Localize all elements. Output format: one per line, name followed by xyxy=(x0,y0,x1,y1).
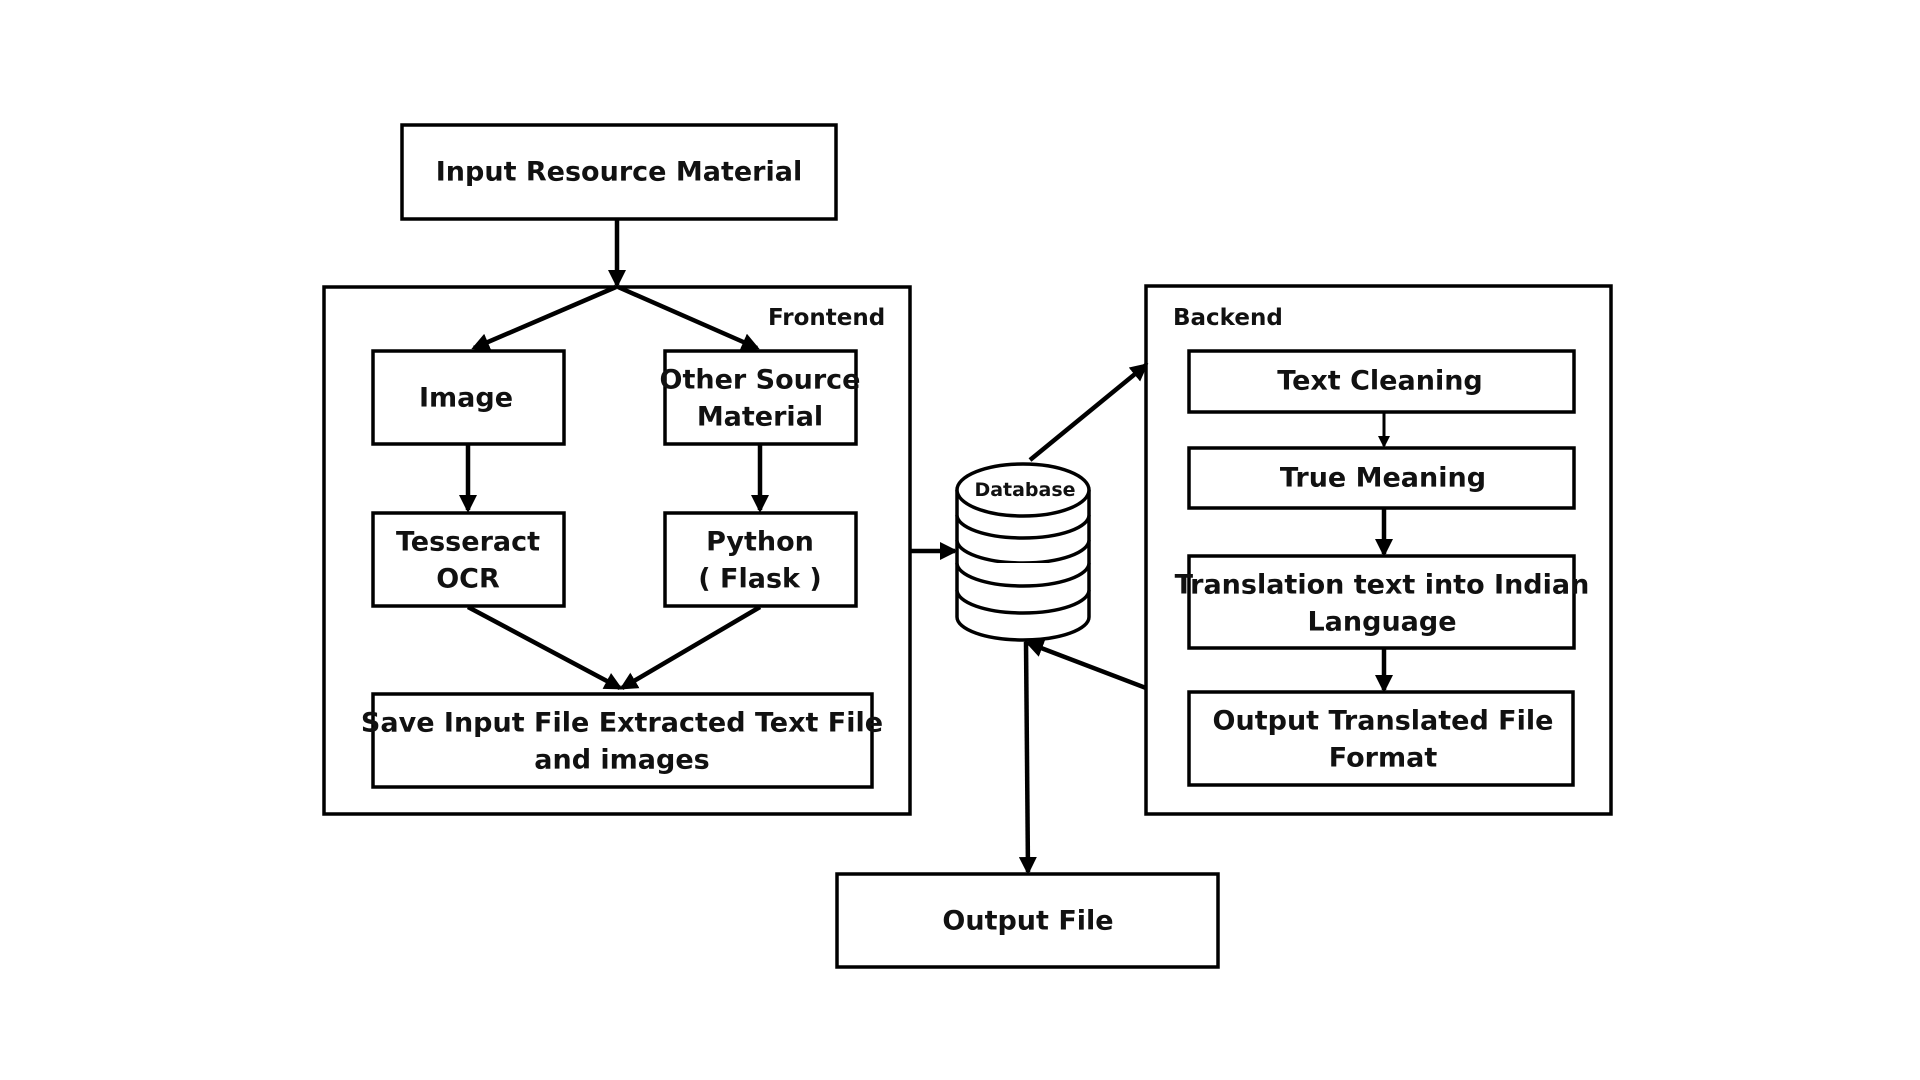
node-output-translated: Output Translated File Format xyxy=(1187,690,1575,787)
node-save-input: Save Input File Extracted Text File and … xyxy=(361,692,883,789)
edges xyxy=(459,220,1393,875)
edge-split-to-other-source xyxy=(617,284,760,351)
edge-tesseract-to-save xyxy=(466,605,623,690)
svg-text:Other Source: Other Source xyxy=(660,365,861,396)
backend-label: Backend xyxy=(1173,305,1283,331)
svg-text:True Meaning: True Meaning xyxy=(1280,463,1486,494)
node-image: Image xyxy=(371,349,566,446)
node-input-resource: Input Resource Material xyxy=(400,123,838,221)
node-python-flask: Python ( Flask ) xyxy=(663,511,858,608)
svg-text:Text Cleaning: Text Cleaning xyxy=(1277,366,1483,397)
node-true-meaning: True Meaning xyxy=(1187,446,1576,510)
svg-text:OCR: OCR xyxy=(436,564,500,595)
frontend-label: Frontend xyxy=(768,305,885,331)
edge-split-to-image xyxy=(471,284,617,351)
svg-text:Language: Language xyxy=(1307,607,1456,638)
svg-text:Output Translated File: Output Translated File xyxy=(1213,706,1554,737)
node-output-file: Output File xyxy=(835,872,1220,969)
edge-database-to-backend xyxy=(1028,363,1149,462)
svg-text:Database: Database xyxy=(974,479,1075,501)
svg-text:and images: and images xyxy=(534,745,710,776)
node-text-cleaning: Text Cleaning xyxy=(1187,349,1576,414)
svg-text:Material: Material xyxy=(697,402,823,433)
node-tesseract: Tesseract OCR xyxy=(371,511,566,608)
node-translation: Translation text into Indian Language xyxy=(1175,554,1590,650)
node-database: Database xyxy=(955,462,1091,642)
svg-text:Image: Image xyxy=(419,383,513,414)
svg-text:Output File: Output File xyxy=(942,906,1113,937)
svg-text:Format: Format xyxy=(1329,743,1438,774)
svg-text:Translation text into Indian: Translation text into Indian xyxy=(1175,570,1590,601)
edge-python-to-save xyxy=(619,605,762,690)
edge-backend-to-database xyxy=(1025,639,1147,691)
svg-text:( Flask ): ( Flask ) xyxy=(698,564,821,595)
svg-text:Tesseract: Tesseract xyxy=(396,527,540,558)
backend-group: Backend xyxy=(1144,284,1613,816)
edge-database-output-file xyxy=(1016,626,1037,875)
svg-text:Save Input File Extracted Text: Save Input File Extracted Text File xyxy=(361,708,883,739)
svg-text:Input Resource Material: Input Resource Material xyxy=(436,157,802,188)
node-other-source: Other Source Material xyxy=(660,349,861,446)
svg-text:Python: Python xyxy=(706,527,814,558)
